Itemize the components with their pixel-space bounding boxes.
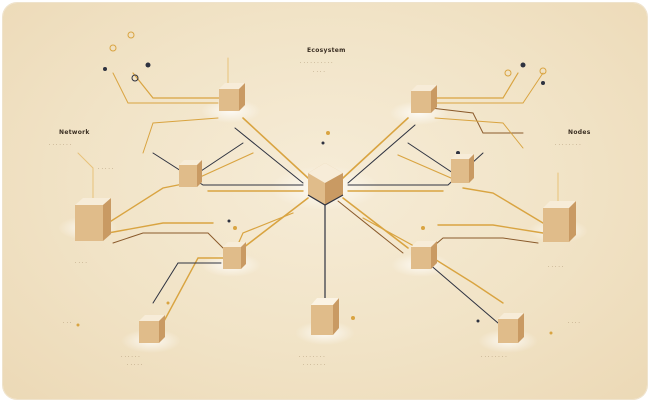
network-diagram xyxy=(58,31,588,353)
bottom-center-subtitle-2: · · · · · · · xyxy=(303,363,326,368)
bottom-center-subtitle: · · · · · · · · xyxy=(299,355,325,360)
top-center-subtitle: · · · · · · · · · · xyxy=(300,61,333,66)
mid-left-caption: · · · · · xyxy=(98,167,114,172)
bottom-left-subtitle: · · · · · · xyxy=(121,355,141,360)
cube-node-icon xyxy=(219,83,245,111)
diagram-canvas: Ecosystem · · · · · · · · · · · · · · Ne… xyxy=(3,3,647,399)
cube-node-icon xyxy=(411,241,437,269)
left-subtitle: · · · · · · · xyxy=(49,143,72,148)
bottom-left-caption: · · · xyxy=(63,321,72,326)
bottom-right-subtitle: · · · · · · · · xyxy=(481,355,507,360)
left-title: Network xyxy=(59,129,90,136)
top-center-title: Ecosystem xyxy=(307,47,346,54)
cube-node-icon xyxy=(451,154,474,183)
cube-node-icon xyxy=(543,201,576,242)
cube-node-icon xyxy=(311,298,339,335)
cube-node-icon xyxy=(139,315,165,343)
cube-nodes xyxy=(75,83,576,343)
cube-node-icon xyxy=(498,313,524,343)
cube-node-icon xyxy=(75,198,111,241)
bottom-right-caption: · · · · xyxy=(568,321,581,326)
cube-node-icon xyxy=(411,85,437,113)
right-subtitle: · · · · · · · · xyxy=(555,143,581,148)
bottom-left-subtitle-2: · · · · · xyxy=(127,363,143,368)
left-node-caption: · · · · xyxy=(75,261,88,266)
right-node-caption: · · · · · xyxy=(548,265,564,270)
cube-node-icon xyxy=(179,160,202,187)
hub-cube-icon xyxy=(307,163,344,206)
top-center-caption: · · · · xyxy=(313,70,326,75)
right-title: Nodes xyxy=(568,129,591,136)
cube-node-icon xyxy=(223,242,246,269)
